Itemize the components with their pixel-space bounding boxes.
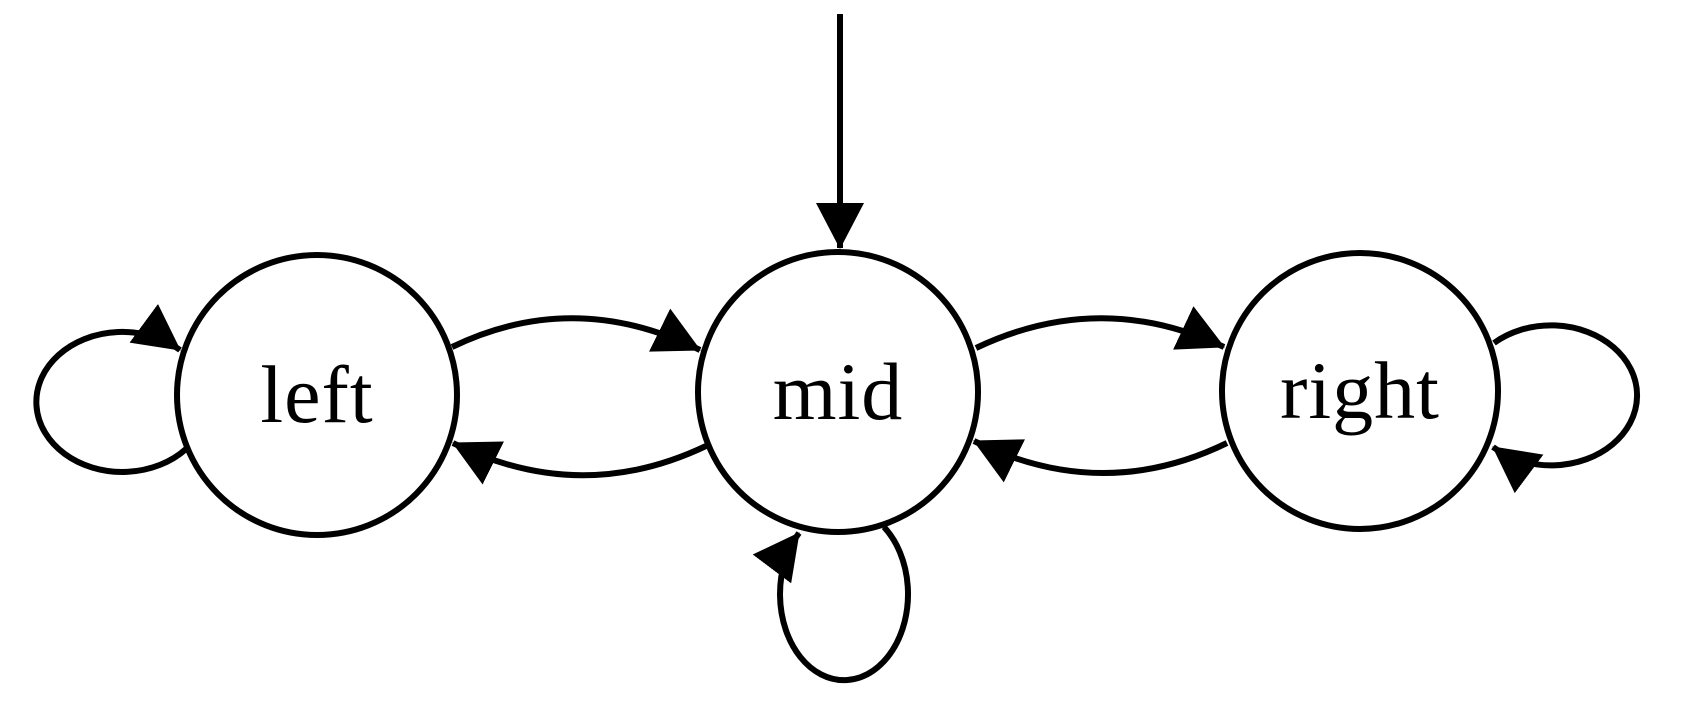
transition-mid-to-left: [451, 440, 708, 485]
state-node-right: [1219, 250, 1501, 532]
state-node-left: [174, 252, 460, 538]
state-node-mid: [695, 249, 981, 535]
self-loop-mid: [752, 524, 912, 684]
state-label-right: right: [1280, 345, 1440, 436]
transition-left-to-mid: [450, 308, 702, 353]
transition-right-to-mid: [972, 438, 1229, 483]
self-loop-left: [33, 304, 188, 475]
self-loop-right: [1491, 322, 1641, 494]
transition-mid-to-right: [974, 306, 1226, 351]
state-label-left: left: [260, 349, 373, 440]
state-label-mid: mid: [773, 346, 904, 437]
